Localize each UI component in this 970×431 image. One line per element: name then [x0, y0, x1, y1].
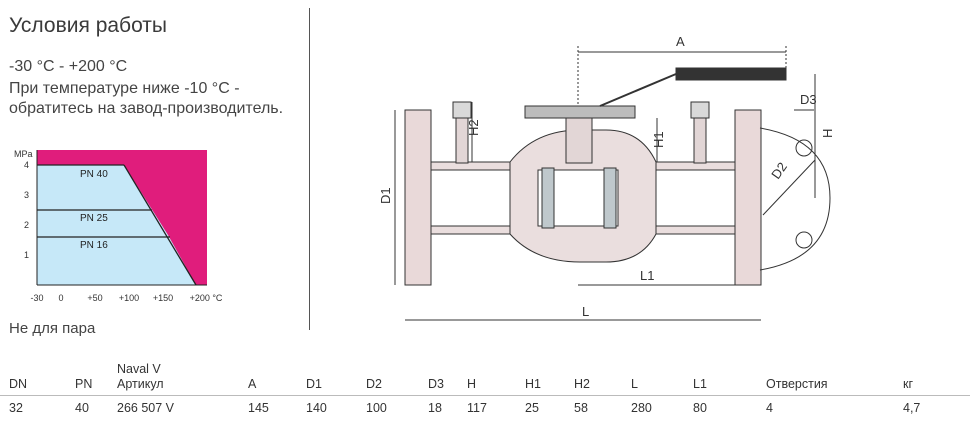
section-title: Условия работы	[9, 14, 168, 37]
y-tick: 1	[24, 250, 29, 260]
label-h: H	[820, 129, 835, 138]
cell-h1: 25	[525, 401, 539, 415]
label-h2: H2	[466, 119, 481, 136]
label-d2: D2	[768, 159, 790, 181]
valve-technical-drawing: A H2 H1 D3 H D2 D1 L1 L	[378, 34, 835, 321]
cell-l: 280	[631, 401, 652, 415]
y-unit-label: MPa	[14, 149, 33, 159]
y-tick: 4	[24, 160, 29, 170]
dim-line-d2	[762, 159, 816, 216]
header-d3: D3	[428, 377, 444, 391]
header-h: H	[467, 377, 477, 391]
header-weight: кг	[903, 377, 914, 391]
specifications-table: DN PN Naval V Артикул A D1 D2 D3 H H1 H2…	[0, 356, 970, 420]
x-tick: +150	[153, 293, 173, 303]
label-h1: H1	[651, 131, 666, 148]
handle-grip	[675, 67, 787, 81]
bolt-hole-bottom	[795, 231, 813, 249]
header-l: L	[631, 377, 638, 391]
stem-housing	[565, 117, 593, 164]
manufacturer-note: обратитесь на завод-производитель.	[9, 100, 284, 117]
cell-d2: 100	[366, 401, 387, 415]
not-for-steam-note: Не для пара	[9, 320, 96, 337]
column-divider	[309, 8, 310, 330]
series-label-pn25: PN 25	[80, 213, 108, 224]
article-label: Артикул	[117, 377, 164, 391]
header-h1: H1	[525, 377, 541, 391]
limit-line	[123, 164, 197, 286]
bolt-hole-top	[795, 139, 813, 157]
series-label-pn40: PN 40	[80, 169, 108, 180]
right-flange	[734, 109, 762, 286]
cell-d3: 18	[428, 401, 442, 415]
cell-article: 266 507 V	[117, 401, 174, 415]
header-dn: DN	[9, 377, 28, 391]
y-tick: 2	[24, 220, 29, 230]
x-tick: -30	[30, 293, 43, 303]
label-a: A	[676, 34, 685, 49]
cell-d1: 140	[306, 401, 327, 415]
header-a: A	[248, 377, 257, 391]
brand-line: Naval V	[117, 362, 161, 376]
cell-weight: 4,7	[903, 401, 921, 415]
temperature-range: -30 °C - +200 °C	[9, 58, 128, 75]
cell-h: 117	[467, 401, 487, 415]
header-l1: L1	[693, 377, 707, 391]
header-article: Naval V Артикул	[117, 356, 248, 396]
left-drain-cap	[452, 101, 472, 119]
cell-pn: 40	[75, 401, 89, 415]
header-holes: Отверстия	[766, 377, 828, 391]
right-seat	[603, 167, 617, 229]
x-tick: +100	[119, 293, 139, 303]
cell-dn: 32	[9, 401, 23, 415]
x-tick: +200 °C	[190, 293, 223, 303]
series-label-pn16: PN 16	[80, 240, 108, 251]
label-l: L	[582, 304, 589, 319]
label-l1: L1	[640, 268, 654, 283]
flange-arc	[759, 127, 831, 271]
header-h2: H2	[574, 377, 590, 391]
table-header-row: DN PN Naval V Артикул A D1 D2 D3 H H1 H2…	[0, 356, 970, 396]
handle-rod	[599, 73, 677, 107]
header-d1: D1	[306, 377, 322, 391]
cell-a: 145	[248, 401, 269, 415]
left-flange	[404, 109, 432, 286]
cell-h2: 58	[574, 401, 588, 415]
handle-nut-plate	[524, 105, 636, 119]
table-row: 32 40 266 507 V 145 140 100 18 117 25 58…	[0, 396, 970, 420]
cell-l1: 80	[693, 401, 707, 415]
y-tick: 3	[24, 190, 29, 200]
x-tick: +50	[87, 293, 102, 303]
header-d2: D2	[366, 377, 382, 391]
right-drain	[693, 117, 707, 164]
low-temp-note: При температуре ниже -10 °C -	[9, 80, 240, 97]
right-drain-cap	[690, 101, 710, 119]
pressure-temperature-chart: MPa 4 3 2 1 -30 0 +50 +100 +150 +200 °C …	[14, 149, 223, 303]
left-seat	[541, 167, 555, 229]
allowed-area	[37, 165, 196, 285]
label-d3: D3	[800, 92, 817, 107]
header-pn: PN	[75, 377, 93, 391]
x-tick: 0	[58, 293, 63, 303]
label-d1: D1	[378, 187, 393, 204]
cell-holes: 4	[766, 401, 773, 415]
